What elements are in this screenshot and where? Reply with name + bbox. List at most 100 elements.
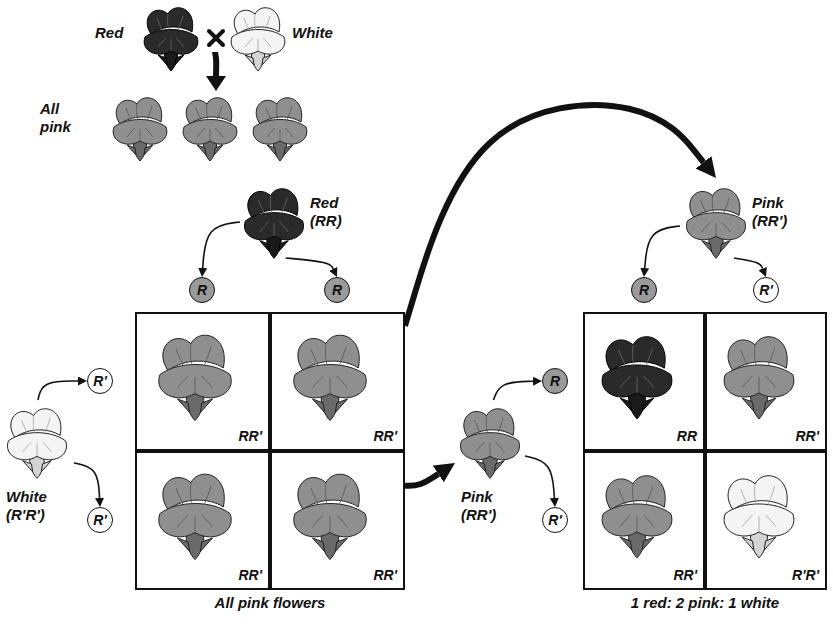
- parent-flower: Pink (RR'): [680, 178, 800, 258]
- petal-vein: [759, 516, 760, 532]
- parent-flower: Pink (RR'): [455, 400, 525, 540]
- petal-vein: [755, 484, 757, 505]
- cross-stroke: [209, 31, 223, 45]
- petal-vein: [255, 14, 256, 30]
- snapdragon-flower: [7, 409, 66, 479]
- petal-vein: [312, 376, 323, 388]
- gamete-circle: R: [189, 277, 215, 303]
- flower-label: White (R'R'): [6, 488, 70, 524]
- petal-vein: [712, 196, 714, 214]
- petal-vein: [267, 128, 275, 137]
- gamete-circle: R': [87, 507, 113, 533]
- genotype-label: R'R': [792, 567, 819, 584]
- flower-lower-lip: [231, 30, 285, 55]
- allele-letter: R': [93, 513, 106, 527]
- petal-vein: [646, 347, 653, 365]
- flower-sepal: [267, 145, 293, 155]
- punnett-cell: RR': [135, 451, 270, 590]
- flower-lower-lip: [159, 365, 232, 398]
- flower-label: All pink: [40, 100, 82, 136]
- petal-vein: [646, 486, 653, 504]
- petal-vein: [258, 39, 259, 51]
- punnett-cell: RR': [583, 451, 705, 590]
- petal-vein: [702, 222, 711, 232]
- genotype-label: RR': [238, 428, 262, 445]
- snapdragon-flower: [144, 8, 198, 71]
- flower-label: Red (RR): [310, 194, 352, 230]
- petal-vein: [633, 484, 635, 505]
- petal-vein: [637, 516, 638, 532]
- petal-vein: [490, 443, 491, 456]
- flower-lower-lip: [724, 365, 794, 397]
- snapdragon-flower: [294, 335, 367, 420]
- petal-vein: [176, 488, 183, 504]
- petal-vein: [217, 106, 222, 120]
- allele-letter: R': [93, 374, 106, 388]
- petal-vein: [742, 515, 752, 527]
- punnett-cell: RR: [583, 312, 705, 451]
- petal-vein: [620, 376, 630, 388]
- petal-vein: [168, 14, 169, 30]
- flower-sepal: [742, 398, 776, 411]
- petal-vein: [197, 128, 205, 137]
- flower-sepal: [742, 537, 776, 550]
- parent-flower: White (R'R'): [2, 400, 74, 540]
- petal-vein: [23, 442, 32, 452]
- petal-vein: [177, 515, 188, 527]
- petal-vein: [202, 515, 213, 527]
- snapdragon-flower: [159, 335, 232, 420]
- offspring-group: All pink: [40, 86, 330, 168]
- petal-vein: [33, 416, 35, 434]
- petal-vein: [766, 515, 776, 527]
- snapdragon-flower: [183, 98, 237, 161]
- flower-sepal: [476, 461, 505, 472]
- petal-vein: [195, 516, 196, 532]
- flower-sepal: [23, 461, 52, 472]
- flower-label: Pink (RR'): [461, 488, 521, 524]
- petal-vein: [311, 488, 318, 504]
- parent-flower: Red (RR): [240, 178, 354, 258]
- flower-sepal: [312, 399, 347, 413]
- petal-vein: [498, 418, 504, 433]
- petal-vein: [287, 106, 292, 120]
- petal-vein: [280, 222, 289, 232]
- flower-sepal: [158, 55, 184, 65]
- petal-vein: [312, 515, 323, 527]
- flower-lower-lip: [724, 504, 794, 536]
- petal-vein: [204, 485, 211, 504]
- petal-vein: [724, 198, 730, 213]
- petal-vein: [259, 200, 265, 213]
- flower-lower-lip: [460, 433, 519, 460]
- petal-vein: [178, 16, 183, 30]
- flower-lower-lip: [113, 120, 167, 145]
- allele-letter: R: [332, 283, 342, 297]
- punnett-square: 1 red: 2 pink: 1 whiteRRRR'RR'R'R': [583, 312, 827, 590]
- petal-vein: [337, 515, 348, 527]
- flower-sepal: [620, 398, 654, 411]
- allele-letter: R: [639, 283, 649, 297]
- allele-letter: R': [759, 283, 772, 297]
- petal-vein: [277, 104, 278, 120]
- flower-sepal: [177, 399, 212, 413]
- allele-letter: R': [548, 513, 561, 527]
- flower-lower-lip: [686, 213, 745, 240]
- genotype-label: RR': [795, 428, 819, 445]
- petal-vein: [716, 223, 717, 236]
- snapdragon-flower: [724, 337, 794, 419]
- petal-vein: [196, 108, 201, 120]
- snapdragon-flower: [724, 476, 794, 558]
- allele-letter: R: [550, 374, 560, 388]
- square-caption: All pink flowers: [215, 594, 326, 612]
- petal-vein: [339, 346, 346, 365]
- gamete-arrow: [286, 258, 334, 269]
- genotype-label: RR': [373, 567, 397, 584]
- petal-vein: [496, 442, 505, 452]
- petal-vein: [260, 222, 269, 232]
- petal-vein: [768, 347, 775, 365]
- petal-vein: [176, 38, 184, 47]
- petal-vein: [195, 377, 196, 393]
- petal-vein: [325, 344, 327, 366]
- petal-vein: [157, 18, 162, 30]
- petal-vein: [244, 18, 249, 30]
